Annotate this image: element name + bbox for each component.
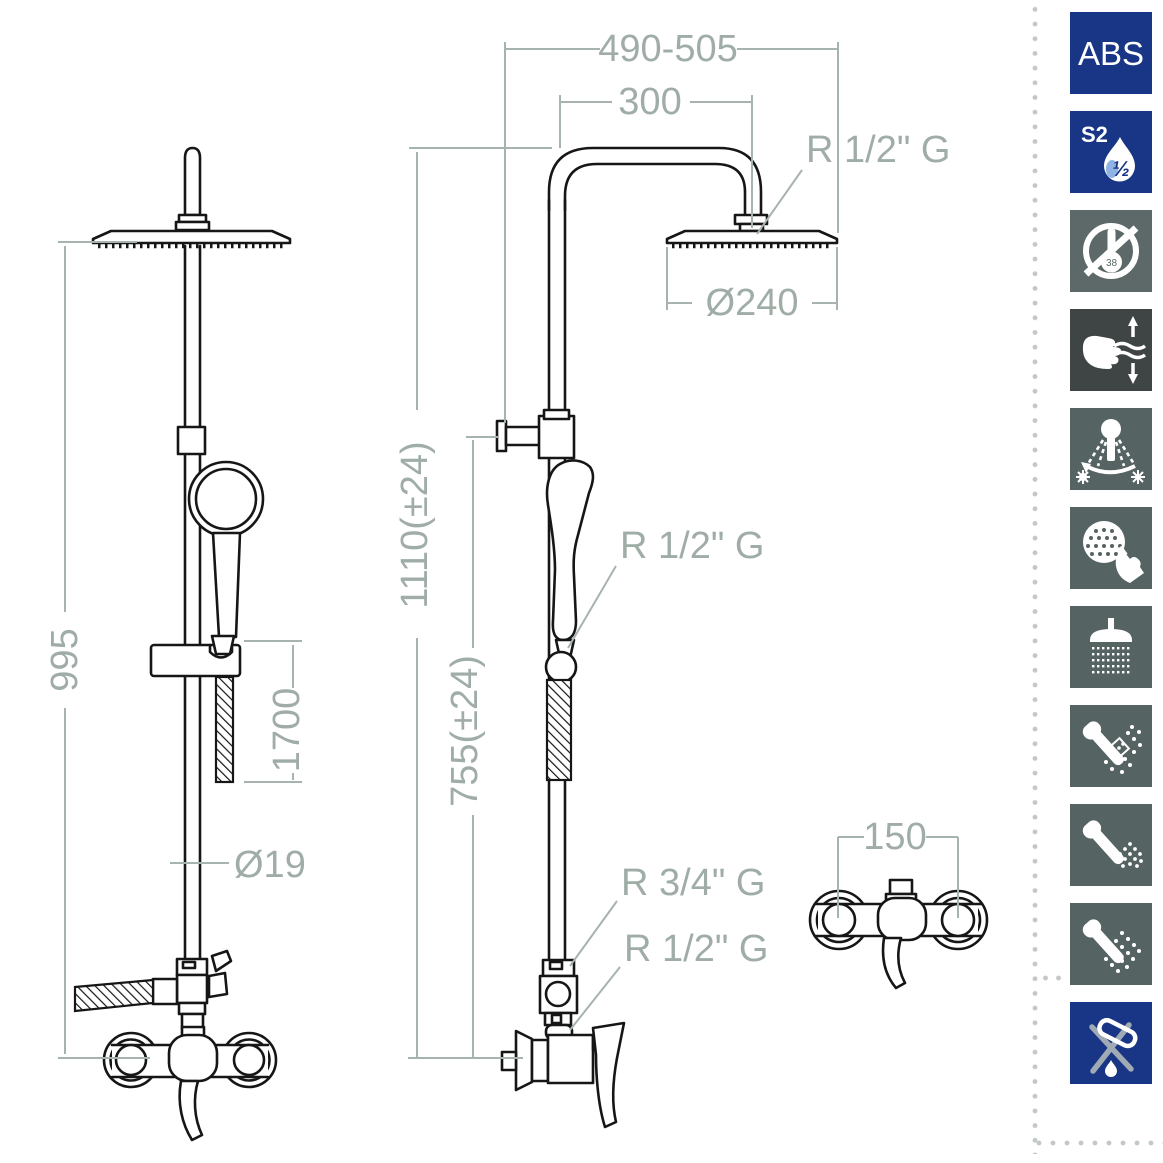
wave-line: [1113, 341, 1147, 351]
dim-head-diameter: Ø240: [706, 282, 799, 324]
prohibition-ring: [1083, 223, 1139, 279]
technical-drawing: 490-505 300 R 1/2" G Ø240 1110(±24) 755(…: [44, 28, 989, 1142]
no-aggressive-cleaners-icon: [1070, 1002, 1152, 1084]
up-arrowhead: [1128, 316, 1138, 326]
knob-icon: [1101, 419, 1121, 439]
dimension-layer: 490-505 300 R 1/2" G Ø240 1110(±24) 755(…: [44, 28, 959, 1059]
dim-riser-height: 755(±24): [444, 655, 486, 807]
rain-dots: [1092, 647, 1130, 674]
mist-dots: [1104, 725, 1142, 774]
cleaner-bottle-icon: [1097, 1017, 1138, 1049]
dim-handshower-thread: R 1/2" G: [620, 525, 764, 567]
cold-symbol: [1131, 470, 1145, 484]
rotation-arc: [1087, 464, 1136, 475]
handshower-icon: [1082, 721, 1124, 766]
dim-outlet-thread: R 1/2" G: [624, 928, 768, 970]
handshower-rain-icon: [1070, 903, 1152, 985]
dim-arm-length: 300: [618, 81, 681, 123]
shower-head-icon: [1090, 629, 1132, 642]
front-view: [73, 146, 292, 1142]
jet-dots: [1118, 842, 1143, 868]
wave-line: [1113, 350, 1147, 360]
short-dotted-separator: [1039, 974, 1067, 982]
dim-column-height: 995: [44, 628, 86, 691]
drop-highlight: [1106, 160, 1118, 178]
dim-top-width: 490-505: [598, 28, 737, 70]
cross-icon: [1089, 1022, 1134, 1074]
handshower-mist-icon: [1070, 705, 1152, 787]
s2-label: S2: [1081, 122, 1108, 147]
arc-arrowhead: [1081, 462, 1091, 473]
dim-pipe-diameter: Ø19: [234, 844, 306, 886]
head-stem: [1108, 618, 1114, 631]
s2-flow-icon: S2 ½: [1070, 111, 1152, 193]
abs-material-icon: ABS: [1070, 12, 1152, 94]
handshower-icon: [1082, 820, 1124, 865]
hand-icon: [1082, 335, 1122, 369]
height-adjust-icon: [1070, 309, 1152, 391]
spray-lines: [1086, 439, 1136, 467]
bottom-dotted-separator: [1032, 1139, 1163, 1147]
temp-38-label: 38: [1106, 258, 1118, 269]
knob-stem: [1107, 437, 1115, 461]
nozzle-dots: [1086, 528, 1122, 556]
easy-clean-icon: [1070, 507, 1152, 589]
spray-face-icon: [1083, 521, 1125, 563]
dim-hose-length: 1700: [266, 688, 308, 773]
dim-mixer-centers: 150: [863, 816, 926, 858]
finger-hand-icon: [1115, 549, 1144, 583]
no-thermostat-icon: 38: [1070, 210, 1152, 292]
side-view: [495, 146, 839, 1129]
half-inch-label: ½: [1112, 158, 1130, 181]
dim-head-thread: R 1/2" G: [806, 129, 950, 171]
finger-line: [1118, 545, 1128, 557]
abs-label: ABS: [1078, 35, 1144, 72]
drop-icon: [1105, 1060, 1117, 1077]
vertical-dotted-separator: [1031, 2, 1039, 1154]
hot-symbol: [1076, 470, 1090, 484]
rain-spray-dots: [1104, 931, 1141, 973]
down-arrowhead: [1128, 374, 1138, 384]
dim-total-height: 1110(±24): [394, 441, 436, 608]
handshower-jet-icon: [1070, 804, 1152, 886]
prohibition-slash: [1083, 225, 1139, 277]
spray-angle-icon: [1070, 408, 1152, 490]
mixer-front-view: [808, 878, 989, 990]
rain-head-icon: [1070, 606, 1152, 688]
dim-inlet-thread: R 3/4" G: [621, 862, 765, 904]
